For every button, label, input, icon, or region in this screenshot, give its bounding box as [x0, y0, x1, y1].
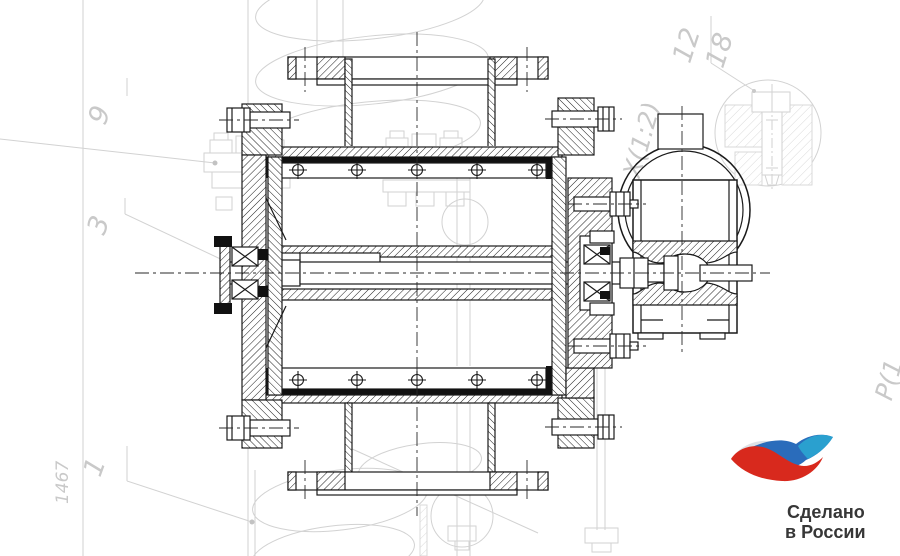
faded-detail-circle-bolt: [714, 79, 822, 192]
balloon-leaders: [0, 78, 255, 525]
vertical-dimension-1467: 1467: [53, 461, 73, 504]
bird-teal-wingtip: [798, 434, 833, 459]
balloon-label-9: 9: [83, 102, 118, 129]
bird-logo-mark: [731, 434, 833, 482]
balloon-label-3: 3: [82, 212, 117, 239]
left-flange-bolt-top: [226, 107, 291, 133]
top-nozzle: [287, 56, 549, 151]
logo-caption-line2: в России: [785, 522, 866, 542]
screw-flight-arcs-bottom: [251, 442, 482, 556]
edge-partial-label: Р(1: [869, 356, 900, 403]
centerlines: [135, 32, 770, 516]
right-bearing-unit: [583, 230, 615, 316]
bottom-nozzle: [287, 402, 549, 496]
left-bearing-unit: [214, 236, 268, 314]
motor-terminal-box: [657, 113, 704, 150]
bird-red-body: [731, 446, 823, 482]
seal-strip-screws: [289, 161, 546, 389]
logo-caption-line1: Сделано: [787, 502, 865, 522]
valve-assembly-section: [135, 32, 770, 516]
made-in-russia-logo: Сделано в России: [731, 434, 866, 542]
fraction-callout: [710, 16, 756, 93]
